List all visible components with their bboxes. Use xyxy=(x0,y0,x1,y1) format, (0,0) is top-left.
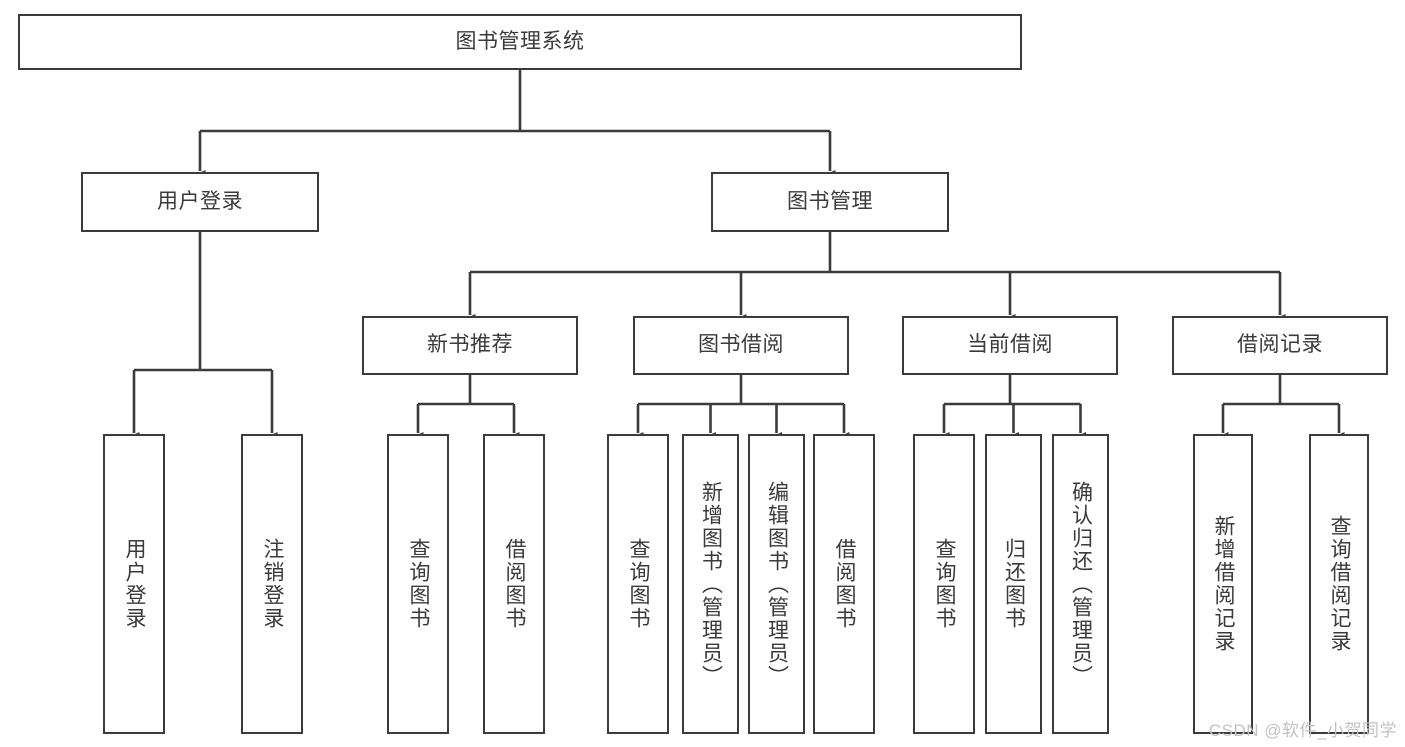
node-label-leaf-edit-book: 编辑图书（管理员） xyxy=(765,480,789,688)
node-label-leaf-query-book-3: 查询图书 xyxy=(933,538,957,630)
node-leaf-logout: 注销登录 xyxy=(241,434,303,734)
node-label-book-manage: 图书管理 xyxy=(787,189,873,213)
node-leaf-query-book-3: 查询图书 xyxy=(913,434,975,734)
node-new-book-rec: 新书推荐 xyxy=(362,316,578,375)
watermark-text: CSDN @软件_小贺同学 xyxy=(1208,721,1397,740)
node-leaf-return-book: 归还图书 xyxy=(985,434,1042,734)
node-root: 图书管理系统 xyxy=(18,14,1022,70)
node-leaf-query-book-2: 查询图书 xyxy=(607,434,669,734)
node-label-leaf-add-book: 新增图书（管理员） xyxy=(699,480,723,688)
node-leaf-user-login: 用户登录 xyxy=(103,434,165,734)
node-label-new-book-rec: 新书推荐 xyxy=(427,333,513,357)
node-leaf-borrow-book-1: 借阅图书 xyxy=(483,434,545,734)
node-label-user-login: 用户登录 xyxy=(157,189,243,213)
node-label-leaf-borrow-book-2: 借阅图书 xyxy=(833,538,857,630)
node-label-borrow-record: 借阅记录 xyxy=(1237,333,1323,357)
node-label-book-borrow: 图书借阅 xyxy=(698,333,784,357)
node-current-borrow: 当前借阅 xyxy=(902,316,1118,375)
node-user-login: 用户登录 xyxy=(81,172,319,232)
node-leaf-confirm-return: 确认归还（管理员） xyxy=(1052,434,1109,734)
node-label-leaf-user-login: 用户登录 xyxy=(123,538,147,630)
node-leaf-query-record: 查询借阅记录 xyxy=(1309,434,1369,734)
node-label-leaf-add-record: 新增借阅记录 xyxy=(1212,515,1236,653)
node-leaf-edit-book: 编辑图书（管理员） xyxy=(748,434,805,734)
node-borrow-record: 借阅记录 xyxy=(1172,316,1388,375)
node-label-leaf-return-book: 归还图书 xyxy=(1002,538,1026,630)
node-book-borrow: 图书借阅 xyxy=(633,316,849,375)
node-leaf-add-book: 新增图书（管理员） xyxy=(682,434,739,734)
node-leaf-add-record: 新增借阅记录 xyxy=(1193,434,1253,734)
node-label-leaf-logout: 注销登录 xyxy=(261,538,285,630)
node-label-leaf-query-record: 查询借阅记录 xyxy=(1328,515,1352,653)
node-label-leaf-query-book-1: 查询图书 xyxy=(407,538,431,630)
node-leaf-borrow-book-2: 借阅图书 xyxy=(813,434,875,734)
node-label-leaf-borrow-book-1: 借阅图书 xyxy=(503,538,527,630)
node-label-current-borrow: 当前借阅 xyxy=(967,333,1053,357)
node-label-leaf-confirm-return: 确认归还（管理员） xyxy=(1069,480,1093,688)
node-label-root: 图书管理系统 xyxy=(455,29,585,53)
node-label-leaf-query-book-2: 查询图书 xyxy=(627,538,651,630)
node-book-manage: 图书管理 xyxy=(711,172,949,232)
node-leaf-query-book-1: 查询图书 xyxy=(387,434,449,734)
